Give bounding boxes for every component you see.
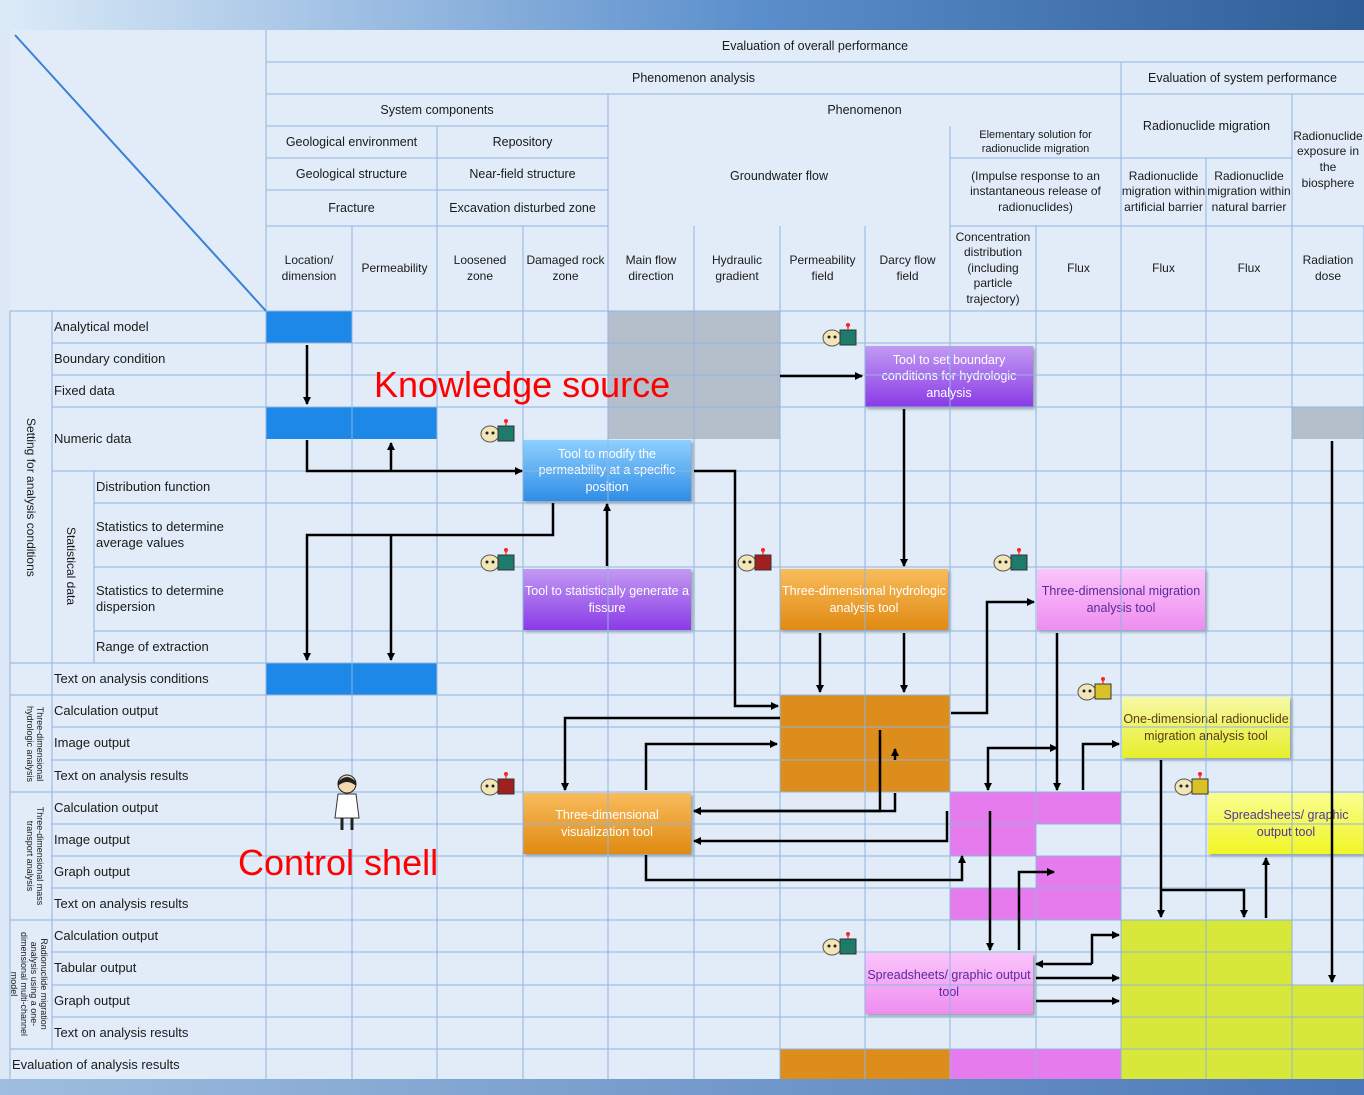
- row-label: Statistics to determine dispersion: [96, 582, 224, 614]
- row-label: Calculation output: [54, 799, 159, 815]
- cell-gray: [1292, 407, 1364, 439]
- row-label: Fixed data: [54, 382, 115, 398]
- hydrologic-tool: Three-dimensional hydrologic analysis to…: [780, 569, 948, 630]
- header-elementary-solution: Elementary solution for radionuclide mig…: [979, 128, 1092, 155]
- row-label: Text on analysis results: [54, 767, 189, 783]
- column-header: Permeability field: [789, 252, 856, 283]
- cell-magenta: [950, 824, 1036, 856]
- column-header: Main flow direction: [625, 252, 677, 283]
- row-label: Image output: [54, 735, 130, 751]
- column-header: Flux: [1237, 260, 1261, 275]
- column-header: Radiation dose: [1302, 252, 1354, 283]
- row-label: Boundary condition: [54, 350, 166, 366]
- footer-bar: [0, 1079, 1364, 1095]
- row-label: Graph output: [54, 992, 130, 1008]
- header-geological-environment: Geological environment: [285, 134, 418, 149]
- column-header: Loosened zone: [453, 252, 507, 283]
- column-header: Location/ dimension: [281, 252, 337, 283]
- control-shell-annotation: Control shell: [238, 842, 439, 883]
- row-label: Evaluation of analysis results: [12, 1056, 180, 1072]
- row-label: Range of extraction: [96, 638, 209, 654]
- spreadsheet-tool-bottom: Spreadsheets/ graphic output tool: [865, 953, 1033, 1014]
- title-bar: [0, 0, 1364, 30]
- row-label: Text on analysis conditions: [54, 670, 209, 686]
- row-label: Numeric data: [54, 430, 132, 446]
- header-near-field-structure: Near-field structure: [469, 166, 576, 181]
- knowledge-agent-icon: [822, 323, 857, 347]
- header-radionuclide-migration: Radionuclide migration: [1142, 118, 1271, 133]
- header-system-components: System components: [380, 102, 494, 117]
- row-label: Analytical model: [54, 318, 149, 334]
- knowledge-agent-icon: [822, 932, 857, 956]
- row-label: Tabular output: [54, 960, 137, 976]
- knowledge-agent-icon: [1174, 772, 1209, 796]
- column-header: Flux: [1067, 260, 1090, 275]
- header-groundwater-flow: Groundwater flow: [730, 168, 828, 183]
- cell-yellow: [1292, 985, 1364, 1081]
- header-radionuclide-exposure: Radionuclide exposure in the biosphere: [1293, 128, 1363, 190]
- header-migration-natural: Radionuclide migration within natural ba…: [1207, 168, 1291, 214]
- header-excavation-zone: Excavation disturbed zone: [449, 200, 596, 215]
- header-geological-structure: Geological structure: [295, 166, 408, 181]
- column-header: Darcy flow field: [879, 252, 936, 283]
- header-impulse-response: (Impulse response to an instantaneous re…: [970, 168, 1101, 214]
- row-label: Distribution function: [96, 478, 211, 494]
- header-evaluation-overall: Evaluation of overall performance: [721, 38, 909, 53]
- row-label: Image output: [54, 831, 130, 847]
- knowledge-agent-icon: [1077, 677, 1112, 701]
- row-label: Text on analysis results: [54, 895, 189, 911]
- control-shell-person-icon: [334, 774, 360, 830]
- header-phenomenon-analysis: Phenomenon analysis: [632, 70, 755, 85]
- row-label: Calculation output: [54, 702, 159, 718]
- header-fracture: Fracture: [328, 200, 375, 215]
- header-migration-artificial: Radionuclide migration within artificial…: [1121, 168, 1206, 214]
- column-header: Hydraulic gradient: [711, 252, 762, 283]
- header-repository: Repository: [492, 134, 553, 149]
- column-header: Concentration distribution (including pa…: [955, 229, 1031, 306]
- column-header: Damaged rock zone: [526, 252, 605, 283]
- row-label: Text on analysis results: [54, 1024, 189, 1040]
- knowledge-agent-icon: [480, 772, 515, 796]
- column-header: Permeability: [361, 260, 428, 275]
- row-label: Calculation output: [54, 927, 159, 943]
- knowledge-agent-icon: [480, 419, 515, 443]
- header-evaluation-system: Evaluation of system performance: [1148, 70, 1337, 85]
- knowledge-agent-icon: [480, 548, 515, 572]
- boundary-tool: Tool to set boundary conditions for hydr…: [865, 346, 1033, 407]
- knowledge-agent-icon: [993, 548, 1028, 572]
- row-label: Graph output: [54, 863, 130, 879]
- knowledge-agent-icon: [737, 548, 772, 572]
- row-label: Statistics to determine average values: [96, 518, 224, 550]
- cell-blue: [266, 311, 352, 343]
- knowledge-source-annotation: Knowledge source: [374, 364, 671, 405]
- column-header: Flux: [1152, 260, 1175, 275]
- header-phenomenon: Phenomenon: [827, 102, 902, 117]
- cell-yellow: [1121, 920, 1292, 1081]
